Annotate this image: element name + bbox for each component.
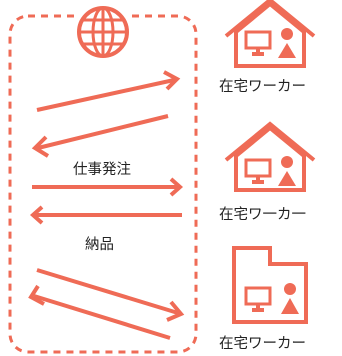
worker-label-2: 在宅ワ一カ一 [219, 207, 306, 223]
arrow-bottom-outgoing [36, 268, 185, 322]
globe-icon [74, 3, 132, 61]
order-label: 仕事発注 [73, 162, 131, 178]
arrow-top-outgoing [36, 70, 181, 112]
person-icon [278, 156, 296, 186]
dashed-boundary [8, 14, 198, 354]
person-icon [278, 28, 296, 58]
house-icon-3 [232, 246, 308, 324]
computer-icon [244, 158, 272, 184]
delivery-label: 納品 [85, 237, 114, 253]
worker-label-1: 在宅ワーカー [219, 79, 306, 95]
computer-icon [244, 30, 272, 56]
house-icon-2 [224, 121, 316, 192]
arrow-bottom-incoming [28, 284, 171, 340]
worker-label-3: 在宅ワーカー [219, 336, 306, 352]
computer-icon [244, 286, 272, 312]
arrow-order [32, 177, 184, 197]
person-icon [281, 283, 299, 314]
arrow-top-incoming [31, 114, 169, 158]
house-icon-1 [224, 0, 316, 68]
arrow-delivery [29, 205, 182, 225]
